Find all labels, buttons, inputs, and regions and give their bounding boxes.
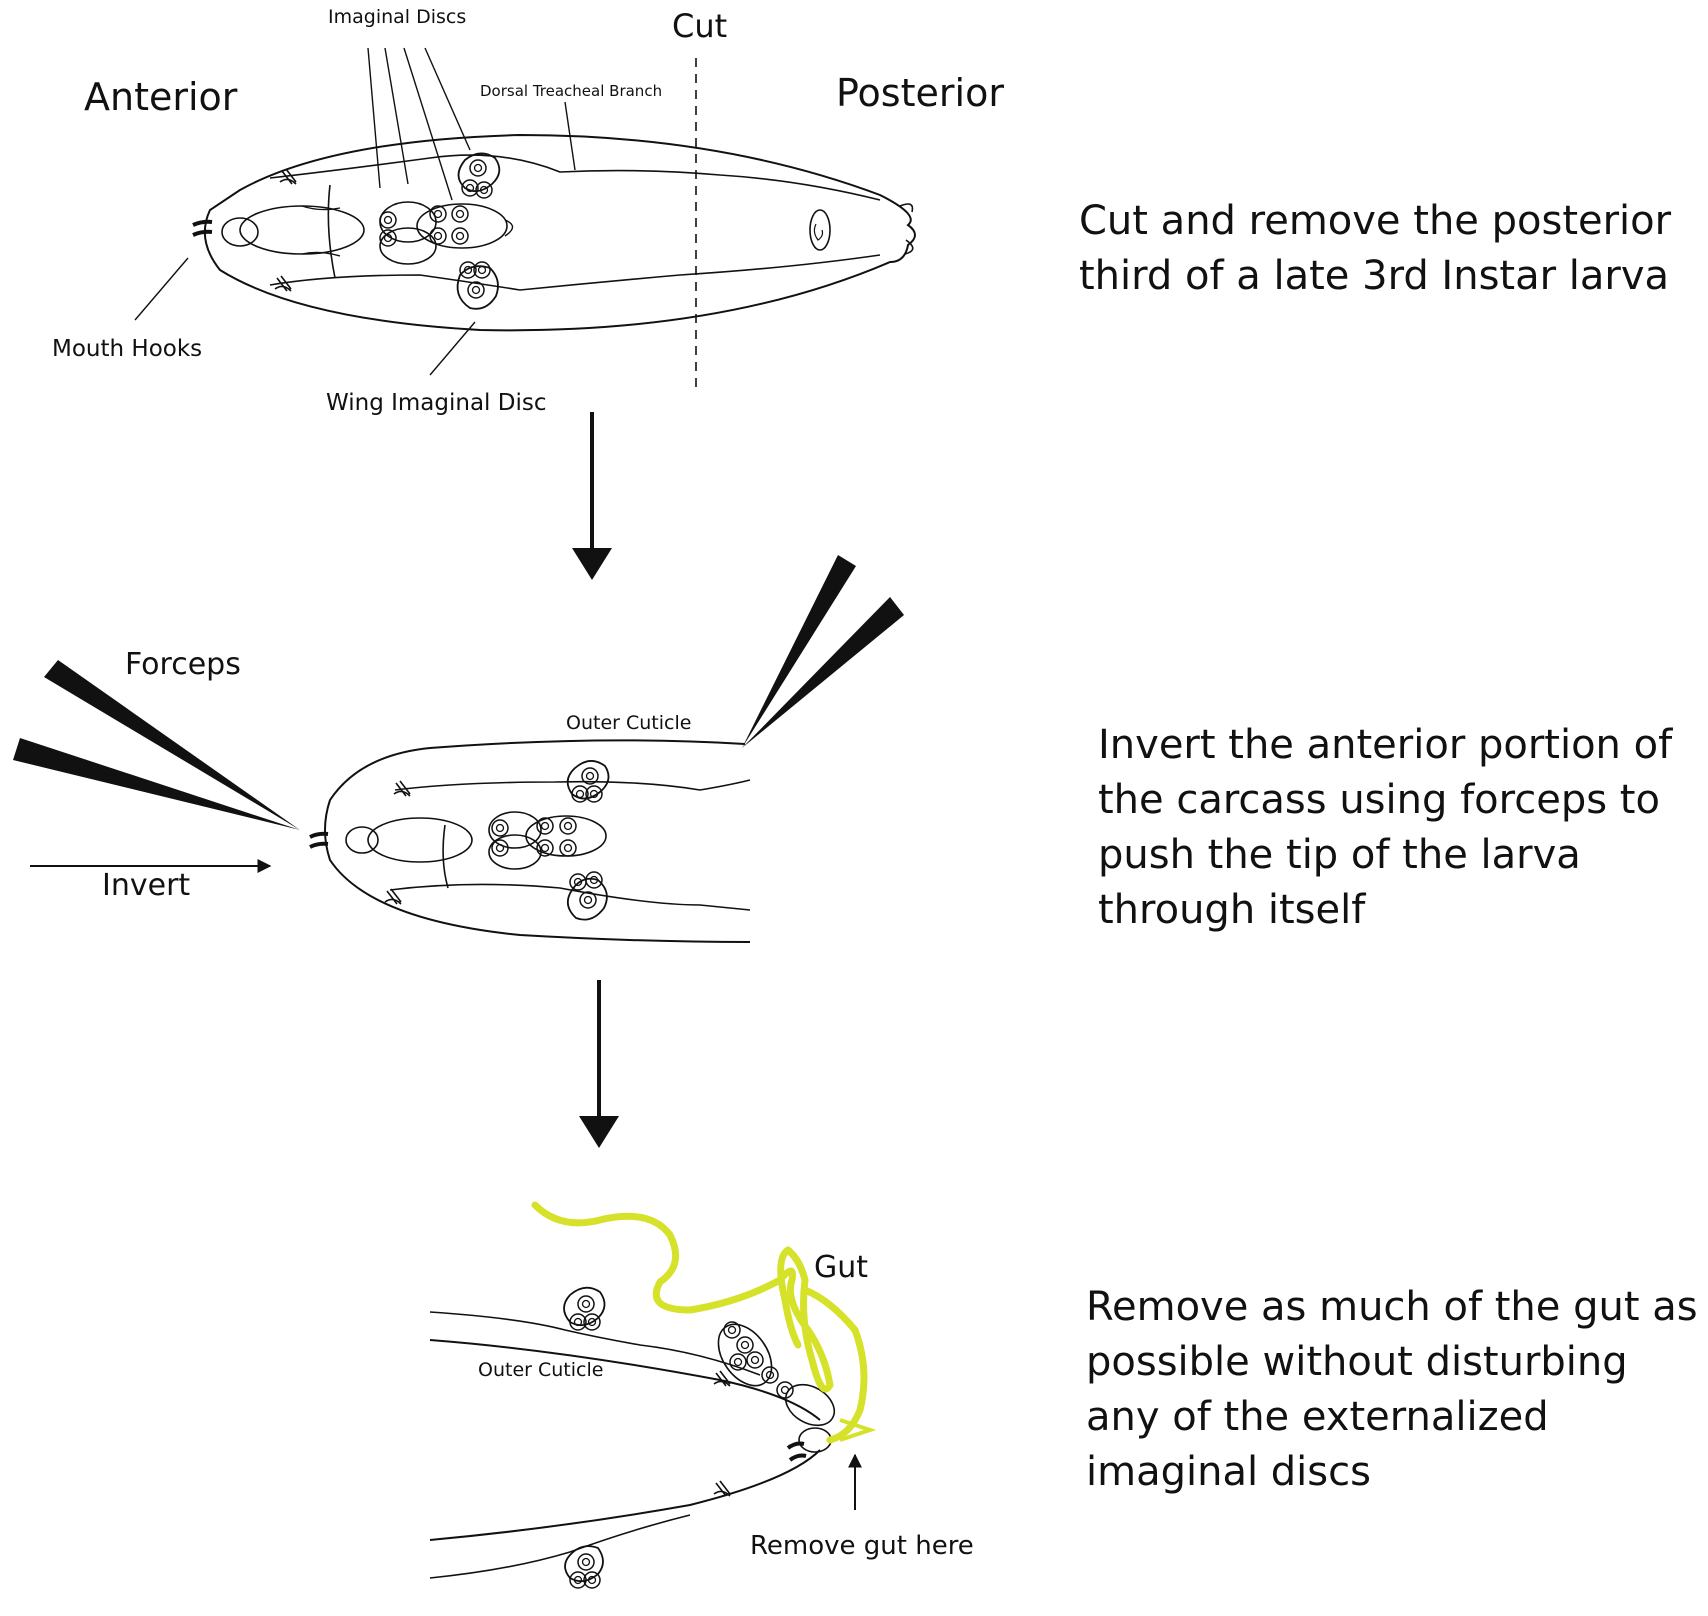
step-arrow-1 bbox=[572, 412, 612, 580]
forceps-right bbox=[742, 555, 904, 748]
stage2-trachea-lower bbox=[389, 883, 751, 911]
larva-body-outline bbox=[203, 133, 916, 332]
forceps-left bbox=[13, 660, 300, 830]
label-outer-cuticle-stage2: Outer Cuticle bbox=[566, 712, 692, 734]
stage1-leaders bbox=[134, 47, 576, 376]
label-gut: Gut bbox=[814, 1250, 869, 1285]
label-anterior: Anterior bbox=[84, 75, 238, 119]
gut-end-marker bbox=[839, 1418, 877, 1442]
stage3-outer-upper bbox=[429, 1339, 821, 1421]
label-remove-gut-here: Remove gut here bbox=[750, 1531, 974, 1561]
label-imaginal-discs: Imaginal Discs bbox=[328, 6, 467, 28]
dorsal-trachea-upper bbox=[269, 154, 881, 201]
stage2-trachea-upper bbox=[394, 779, 751, 791]
instruction-step-1: Cut and remove the posterior third of a … bbox=[1079, 198, 1672, 299]
stage1-larva bbox=[192, 133, 916, 332]
label-cut: Cut bbox=[672, 7, 728, 45]
stage2-outer-outline bbox=[324, 739, 751, 943]
stage3-outer-lower bbox=[429, 1449, 821, 1541]
label-mouth-hooks: Mouth Hooks bbox=[52, 336, 203, 362]
label-forceps: Forceps bbox=[125, 647, 241, 682]
instruction-step-2: Invert the anterior portion of the carca… bbox=[1098, 722, 1673, 933]
stage2-larva bbox=[309, 739, 751, 943]
label-wing-imaginal-disc: Wing Imaginal Disc bbox=[326, 390, 547, 416]
label-dorsal-treacheal-branch: Dorsal Treacheal Branch bbox=[480, 82, 663, 100]
dorsal-trachea-lower bbox=[269, 254, 881, 291]
instruction-step-3: Remove as much of the gut as possible wi… bbox=[1086, 1284, 1698, 1495]
label-invert: Invert bbox=[102, 868, 191, 903]
gut-strand bbox=[531, 1201, 868, 1444]
stage3-larva bbox=[429, 1286, 836, 1589]
label-posterior: Posterior bbox=[836, 71, 1004, 115]
label-outer-cuticle-stage3: Outer Cuticle bbox=[478, 1359, 604, 1381]
step-arrow-2 bbox=[579, 980, 619, 1148]
